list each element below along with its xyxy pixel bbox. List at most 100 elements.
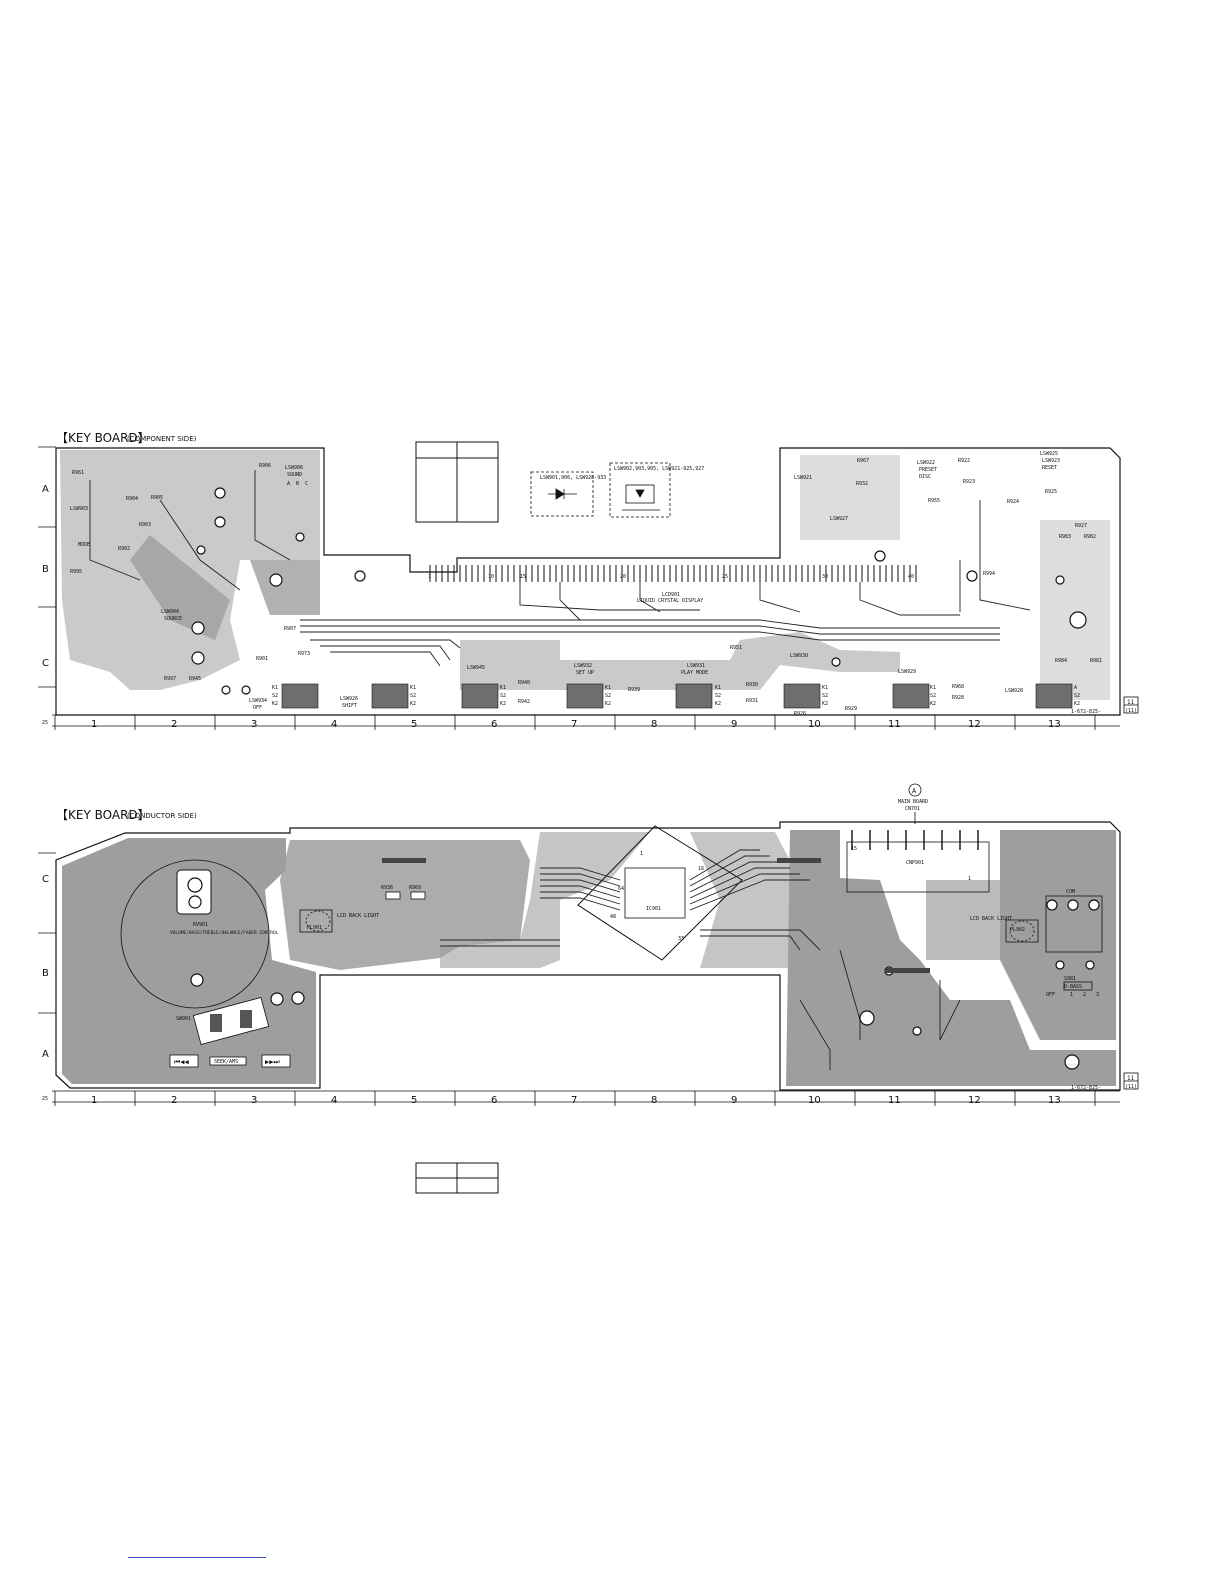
s981-com: COM xyxy=(1066,889,1075,895)
svg-text:LSW906: LSW906 xyxy=(285,465,303,471)
svg-text:7: 7 xyxy=(571,1095,577,1106)
svg-text:LSW926: LSW926 xyxy=(340,696,358,702)
svg-text:R984: R984 xyxy=(1055,658,1067,664)
svg-text:S2: S2 xyxy=(500,693,506,699)
svg-text:11: 11 xyxy=(1127,699,1135,706)
svg-text:R906: R906 xyxy=(259,463,271,469)
svg-text:A: A xyxy=(1074,685,1077,691)
svg-text:1: 1 xyxy=(640,851,643,857)
svg-text:C: C xyxy=(42,874,49,885)
svg-text:33: 33 xyxy=(678,936,684,942)
svg-text:48: 48 xyxy=(610,914,616,920)
rv901-label: RV901 xyxy=(193,922,208,928)
svg-text:R942: R942 xyxy=(518,699,530,705)
svg-text:(11): (11) xyxy=(1125,708,1137,714)
svg-text:A: A xyxy=(42,1049,49,1060)
svg-text:PLAY MODE: PLAY MODE xyxy=(681,670,708,676)
corner-mark-top: 25 xyxy=(42,720,48,726)
svg-text:11: 11 xyxy=(888,719,901,730)
component-side-panel: 【KEY BOARD】 (COMPONENT SIDE) LSW901,906,… xyxy=(38,431,1139,730)
svg-text:LSW928: LSW928 xyxy=(1005,688,1023,694)
svg-text:1: 1 xyxy=(91,719,97,730)
svg-text:R969: R969 xyxy=(409,885,421,891)
svg-text:R936: R936 xyxy=(381,885,393,891)
lcd901-desc: LIQUID CRYSTAL DISPLAY xyxy=(637,598,703,604)
svg-text:B: B xyxy=(42,564,49,575)
svg-text:R905: R905 xyxy=(151,495,163,501)
svg-text:LSW927: LSW927 xyxy=(830,516,848,522)
pads-top xyxy=(191,487,1087,695)
svg-text:3: 3 xyxy=(251,1095,257,1106)
component-side-title: 【KEY BOARD】 xyxy=(56,431,150,445)
svg-text:R932: R932 xyxy=(856,481,868,487)
lcd901-label: LCD901 xyxy=(662,592,680,598)
svg-text:SOURCE: SOURCE xyxy=(164,616,182,622)
svg-text:LSW930: LSW930 xyxy=(790,653,808,659)
sheet-ref-top: 11 (11) xyxy=(1123,696,1139,714)
svg-text:LSW904: LSW904 xyxy=(161,609,179,615)
svg-text:K2: K2 xyxy=(715,701,721,707)
svg-text:K1: K1 xyxy=(822,685,828,691)
svg-text:8: 8 xyxy=(651,719,657,730)
svg-text:S2: S2 xyxy=(715,693,721,699)
svg-text:LSW931: LSW931 xyxy=(687,663,705,669)
pl902-box xyxy=(1005,919,1039,943)
svg-text:R929: R929 xyxy=(845,706,857,712)
component-side-subtitle: (COMPONENT SIDE) xyxy=(127,435,197,443)
svg-text:▶▶⏭: ▶▶⏭ xyxy=(265,1058,280,1066)
switch-legend-1-label: LSW901,906, LSW928-933 xyxy=(540,475,606,481)
svg-text:40: 40 xyxy=(908,574,914,580)
svg-text:9: 9 xyxy=(731,1095,737,1106)
svg-text:LSW925: LSW925 xyxy=(1040,451,1058,457)
svg-text:R961: R961 xyxy=(72,470,84,476)
svg-text:3: 3 xyxy=(251,719,257,730)
part-number-top: 1-672-825- xyxy=(1071,709,1101,715)
pl901-label: PL901 xyxy=(307,925,322,931)
svg-text:2: 2 xyxy=(171,1095,177,1106)
svg-text:LSW945: LSW945 xyxy=(467,665,485,671)
pads-bottom xyxy=(270,899,1100,1070)
svg-text:D945: D945 xyxy=(189,676,201,682)
svg-text:10: 10 xyxy=(808,719,821,730)
traces-top xyxy=(89,470,1031,667)
ic901-label: IC901 xyxy=(646,906,661,912)
svg-text:(11): (11) xyxy=(1125,1084,1137,1090)
svg-text:R924: R924 xyxy=(1007,499,1019,505)
svg-text:13: 13 xyxy=(1048,1095,1061,1106)
svg-text:15: 15 xyxy=(520,574,526,580)
svg-text:R922: R922 xyxy=(958,458,970,464)
grid-lines-bottom xyxy=(38,852,1120,1106)
svg-text:DISC: DISC xyxy=(919,474,931,480)
svg-text:R927: R927 xyxy=(1075,523,1087,529)
sw901-label: SW901 xyxy=(176,1016,191,1022)
svg-text:R955: R955 xyxy=(928,498,940,504)
svg-text:30: 30 xyxy=(822,574,828,580)
svg-text:CN701: CN701 xyxy=(905,806,920,812)
svg-text:LSW923: LSW923 xyxy=(1042,458,1060,464)
switch-legend-2-label: LSW902,903,905, LSW921-925,927 xyxy=(614,466,704,472)
svg-text:LSW934: LSW934 xyxy=(249,698,267,704)
svg-text:12: 12 xyxy=(968,1095,981,1106)
svg-text:K2: K2 xyxy=(822,701,828,707)
main-board-marker: A MAIN BOARD CN701 xyxy=(898,783,928,824)
svg-text:R901: R901 xyxy=(256,656,268,662)
svg-text:R923: R923 xyxy=(963,479,975,485)
svg-text:16: 16 xyxy=(698,866,704,872)
cnp901-pin-15: 15 xyxy=(851,846,857,852)
sheet-ref-bottom: 11 (11) xyxy=(1123,1072,1139,1090)
svg-text:RESET: RESET xyxy=(1042,465,1057,471)
svg-text:SET UP: SET UP xyxy=(576,670,594,676)
svg-text:2: 2 xyxy=(171,719,177,730)
reference-table-bottom xyxy=(415,1162,499,1194)
rv901-desc: VOLUME/BASS/TREBLE/BALANCE/FADER CONTROL xyxy=(170,930,279,936)
svg-text:S2: S2 xyxy=(822,693,828,699)
cnp901-pin-1: 1 xyxy=(968,876,971,882)
svg-text:S2: S2 xyxy=(272,693,278,699)
svg-text:R967: R967 xyxy=(857,458,869,464)
svg-text:R907: R907 xyxy=(284,626,296,632)
svg-text:K1: K1 xyxy=(500,685,506,691)
svg-text:R925: R925 xyxy=(1045,489,1057,495)
svg-text:2: 2 xyxy=(1083,992,1086,998)
